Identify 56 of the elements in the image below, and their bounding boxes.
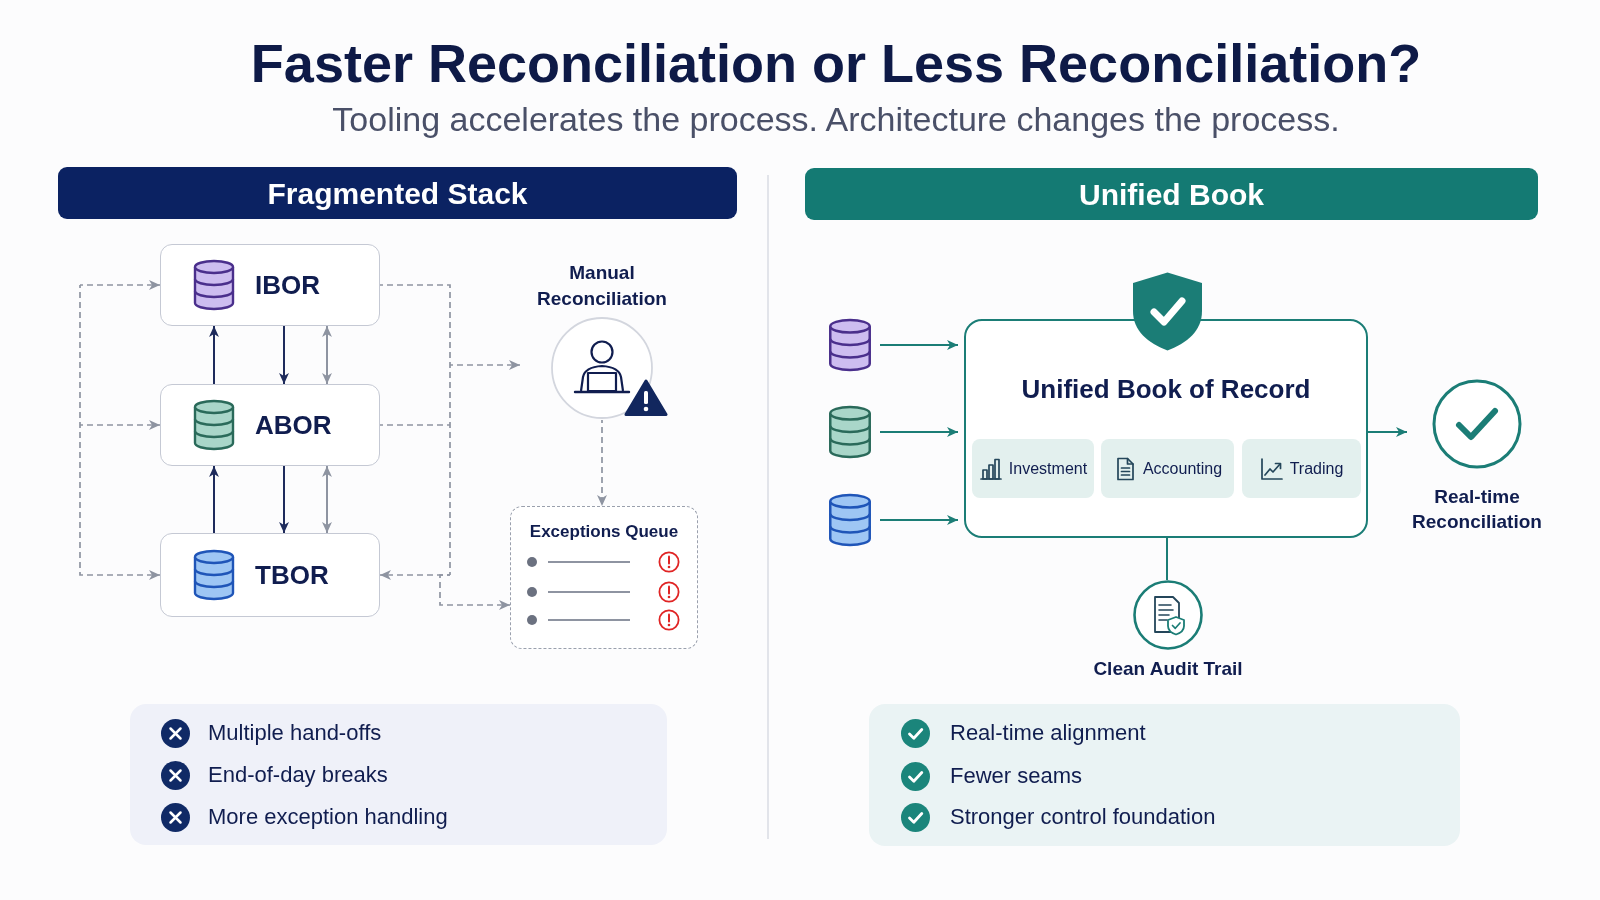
node-label: Real-time Reconciliation [1411,485,1543,534]
dashed-line [449,424,451,576]
list-item-text: Stronger control foundation [950,803,1216,831]
list-item-text: End-of-day breaks [208,761,388,789]
dashed-arrow [79,280,161,290]
section-header: Fragmented Stack [58,167,737,219]
arrow [879,340,959,350]
system-box [160,533,380,617]
record-panel [964,319,1368,538]
summary-panel [869,704,1460,846]
arrow [1367,427,1408,437]
arrow [279,465,289,534]
list-item-text: Real-time alignment [950,719,1146,747]
double-arrow [322,465,332,534]
dashed-line [449,364,451,426]
node-label: Clean Audit Trail [1092,657,1244,681]
summary-panel [130,704,667,845]
system-box [160,244,380,326]
module-label: Investment [1008,458,1088,479]
system-label: IBOR [255,268,320,302]
node-label: Manual Reconciliation [536,261,668,311]
dashed-line [379,284,451,366]
system-label: ABOR [255,408,332,442]
database-icon [827,318,873,372]
dashed-arrow [449,360,521,370]
arrow [279,325,289,385]
dashed-arrow [79,420,161,430]
module-label: Trading [1289,458,1344,479]
list-item-text: Fewer seams [950,762,1083,790]
subtitle: Tooling accelerates the process. Architecture changes the process. [332,102,1340,136]
dashed-arrow [79,424,161,580]
page-title: Faster Reconciliation or Less Reconciliation? [250,36,1422,90]
node-label: Exceptions Queue [528,521,680,543]
list-item-text: More exception handling [208,803,448,831]
list-item-text: Multiple hand-offs [208,719,382,747]
module-tile [1242,439,1361,498]
dashed-line [79,284,81,426]
connector-line [1166,537,1168,581]
arrow [879,515,959,525]
arrow [209,325,219,385]
panel-title: Unified Book of Record [1020,373,1312,406]
dashed-line [379,424,451,426]
system-label: TBOR [255,558,329,592]
arrow [209,465,219,534]
section-header: Unified Book [805,168,1538,220]
queue-box [510,506,698,649]
dashed-arrow [597,419,607,507]
arrow [879,427,959,437]
database-icon [827,405,873,459]
dashed-arrow [439,574,511,610]
double-arrow [322,325,332,385]
system-box [160,384,380,466]
module-tile [972,439,1094,498]
module-tile [1101,439,1234,498]
database-icon [827,493,873,547]
module-label: Accounting [1142,458,1223,479]
